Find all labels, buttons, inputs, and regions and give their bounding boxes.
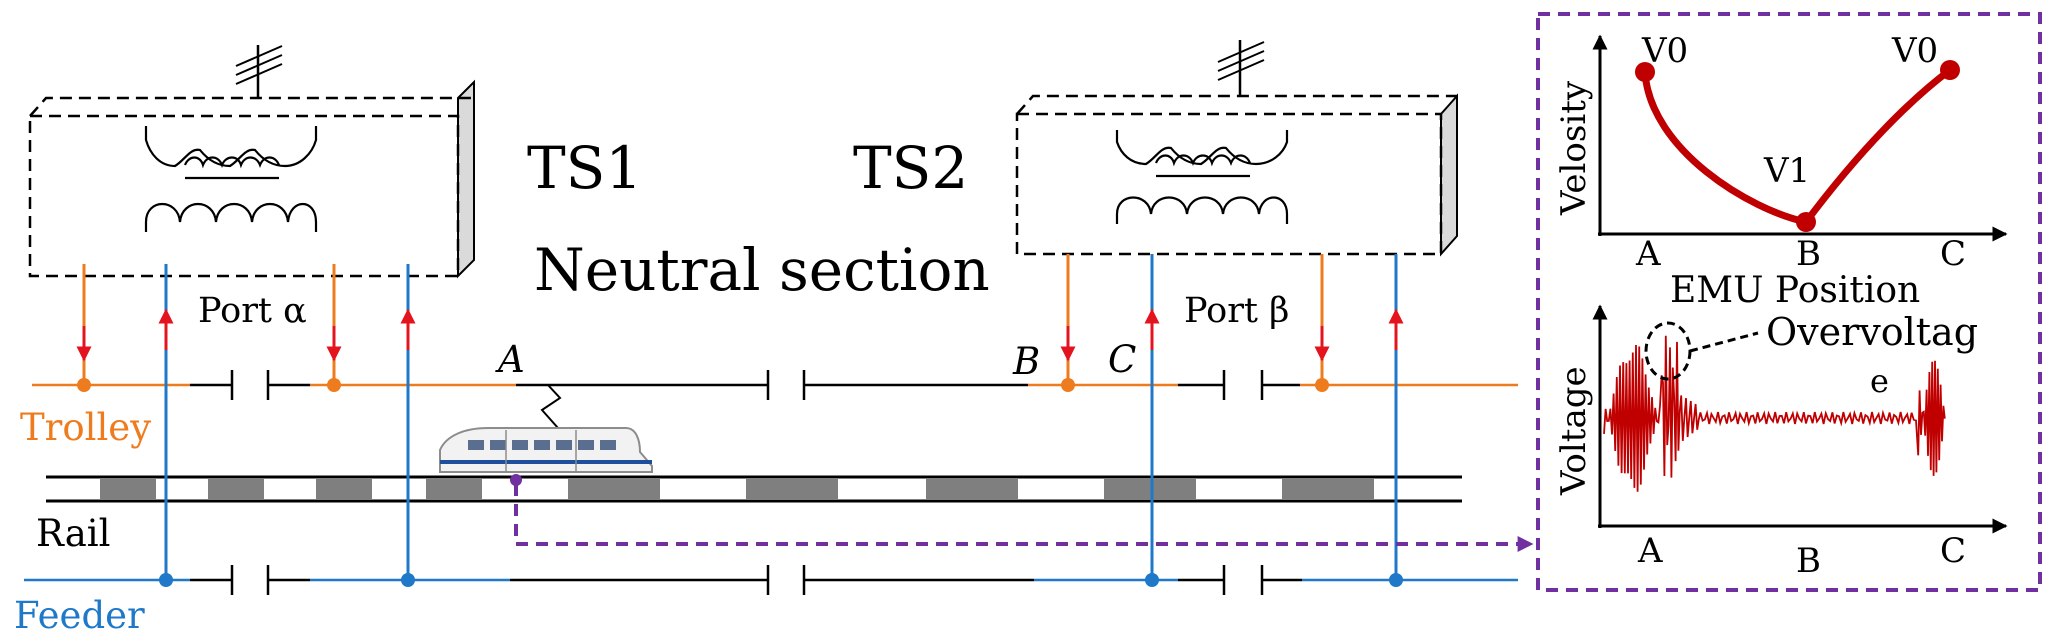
velocity-tick-b: B: [1796, 234, 1821, 274]
velocity-x-axis-label: EMU Position: [1670, 270, 1920, 311]
overvoltage-highlight: [1644, 321, 1692, 381]
point-b-label: B: [1012, 340, 1040, 383]
point-c-label: C: [1108, 338, 1136, 381]
voltage-axis-label: Voltage: [1554, 366, 1594, 496]
v1-label: V1: [1763, 151, 1810, 191]
voltage-tick-a: A: [1637, 531, 1663, 571]
velocity-tick-c: C: [1940, 234, 1966, 274]
v0-right-label: V0: [1891, 31, 1938, 71]
emu-train-icon: [439, 384, 653, 486]
inset-panel: [1536, 12, 2042, 592]
rail-label: Rail: [36, 512, 110, 555]
substation-ts1: [28, 45, 475, 279]
train-to-inset-link: [514, 484, 1534, 552]
velocity-tick-a: A: [1635, 234, 1661, 274]
port-alpha-connections: [76, 264, 416, 580]
velocity-axis-label: Velosity: [1554, 80, 1594, 216]
transformer-icon: [144, 126, 318, 232]
velocity-plot: V0 V0 V1 Velosity A B C EMU Position: [1554, 31, 2008, 311]
neutral-section-label: Neutral section: [534, 236, 990, 304]
ts1-label: TS1: [527, 134, 642, 202]
rail-track: [46, 475, 1462, 503]
feeder-line: [24, 565, 1518, 595]
port-beta-connections: [1060, 254, 1404, 580]
e-label: e: [1870, 362, 1889, 400]
velocity-curve: [1641, 67, 1953, 226]
point-a-label: A: [495, 338, 525, 381]
overvoltage-annotation: Overvoltag: [1766, 310, 1978, 354]
voltage-plot: Overvoltag e Voltage A B C: [1554, 304, 2008, 581]
voltage-tick-c: C: [1940, 531, 1966, 571]
voltage-tick-b: B: [1796, 541, 1821, 581]
transformer-icon: [1115, 130, 1289, 224]
trolley-label: Trolley: [20, 406, 151, 449]
substation-ts2: [1015, 40, 1458, 257]
port-beta-label: Port β: [1184, 291, 1289, 331]
port-alpha-label: Port α: [198, 291, 307, 331]
ts2-label: TS2: [853, 134, 968, 202]
junction-dots: [77, 378, 1403, 587]
voltage-waveform: [1603, 335, 1946, 492]
feeder-label: Feeder: [14, 594, 145, 637]
trolley-line: [32, 370, 1518, 400]
v0-left-label: V0: [1641, 31, 1688, 71]
